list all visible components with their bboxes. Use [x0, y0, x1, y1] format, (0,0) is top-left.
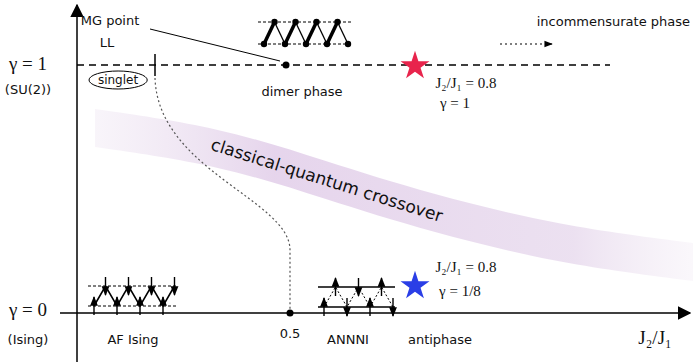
parameter: γ = 1/8	[439, 283, 481, 300]
spin-site	[271, 19, 277, 25]
parameter: J₂/J₁ = 0.8	[435, 259, 496, 276]
phase-boundary	[155, 78, 290, 313]
singlet-ellipse: singlet	[88, 70, 148, 90]
ellipse-outline	[89, 71, 147, 89]
dimer-bond	[285, 22, 296, 44]
phase-tick	[154, 54, 156, 76]
blue-star	[401, 271, 430, 299]
chain-line	[88, 286, 178, 287]
spin-site	[345, 41, 351, 47]
dimer-bond	[327, 22, 338, 44]
spin-arrow	[139, 297, 140, 315]
tick-value: 0.5	[280, 327, 301, 342]
axis-value: γ = 1	[9, 53, 47, 75]
phase-name: incommensurate phase	[537, 15, 690, 30]
x-axis	[60, 312, 690, 314]
phase-name: AF Ising	[107, 333, 158, 348]
axis-note: (Ising)	[8, 333, 49, 348]
node-text: singlet	[98, 73, 138, 87]
spin-arrow	[162, 297, 163, 315]
chain-line	[318, 286, 395, 288]
spin-site	[334, 19, 340, 25]
parameter: γ = 1	[440, 95, 470, 112]
crossover-band	[95, 109, 693, 281]
dimer-bond	[338, 22, 349, 44]
spin-site	[303, 41, 309, 47]
spin-arrow	[128, 277, 129, 295]
phase-name: ANNNI	[327, 333, 369, 348]
critical-point	[287, 310, 294, 317]
dimer-bond	[264, 22, 275, 44]
spin-arrow	[346, 298, 347, 316]
point-name: MG point	[81, 14, 140, 29]
spin-arrow	[392, 298, 393, 316]
phase-name: dimer phase	[261, 85, 342, 100]
crossover-band-shape	[95, 109, 693, 281]
spin-site	[313, 19, 319, 25]
dimer-bond	[306, 22, 317, 44]
parameter: J₂/J₁ = 0.8	[435, 75, 496, 92]
spin-arrow	[93, 297, 94, 315]
mg-point	[283, 62, 290, 69]
spin-arrow	[151, 277, 152, 295]
spin-arrow	[381, 278, 382, 296]
spin-arrow	[335, 278, 336, 296]
spin-chains	[88, 19, 395, 316]
spin-arrow	[116, 297, 117, 315]
leader-line	[150, 29, 280, 61]
direction-arrow	[500, 43, 552, 44]
red-star	[401, 51, 430, 79]
crossover-band-label: classical-quantum crossover	[204, 131, 449, 229]
dimer-bond	[296, 22, 307, 44]
axis-label: J₂/J₁	[638, 327, 671, 349]
su2-line	[77, 64, 610, 65]
chain-line	[318, 306, 395, 308]
spin-site	[282, 41, 288, 47]
spin-arrow	[323, 298, 324, 316]
spin-arrow	[358, 278, 359, 296]
spin-site	[261, 41, 267, 47]
markers	[401, 51, 430, 299]
chain-line	[88, 306, 178, 307]
axis-value: γ = 0	[9, 299, 47, 321]
spin-site	[324, 41, 330, 47]
phase-name: antiphase	[408, 333, 472, 348]
dimer-bond	[317, 22, 328, 44]
spin-arrow	[105, 277, 106, 295]
axis-note: (SU(2))	[5, 83, 51, 98]
spin-arrow	[174, 277, 175, 295]
y-axis	[76, 5, 78, 362]
spin-site	[292, 19, 298, 25]
phase-name: LL	[100, 36, 115, 51]
node-text: classical-quantum crossover	[209, 134, 446, 226]
spin-arrow	[369, 298, 370, 316]
dimer-bond	[275, 22, 286, 44]
